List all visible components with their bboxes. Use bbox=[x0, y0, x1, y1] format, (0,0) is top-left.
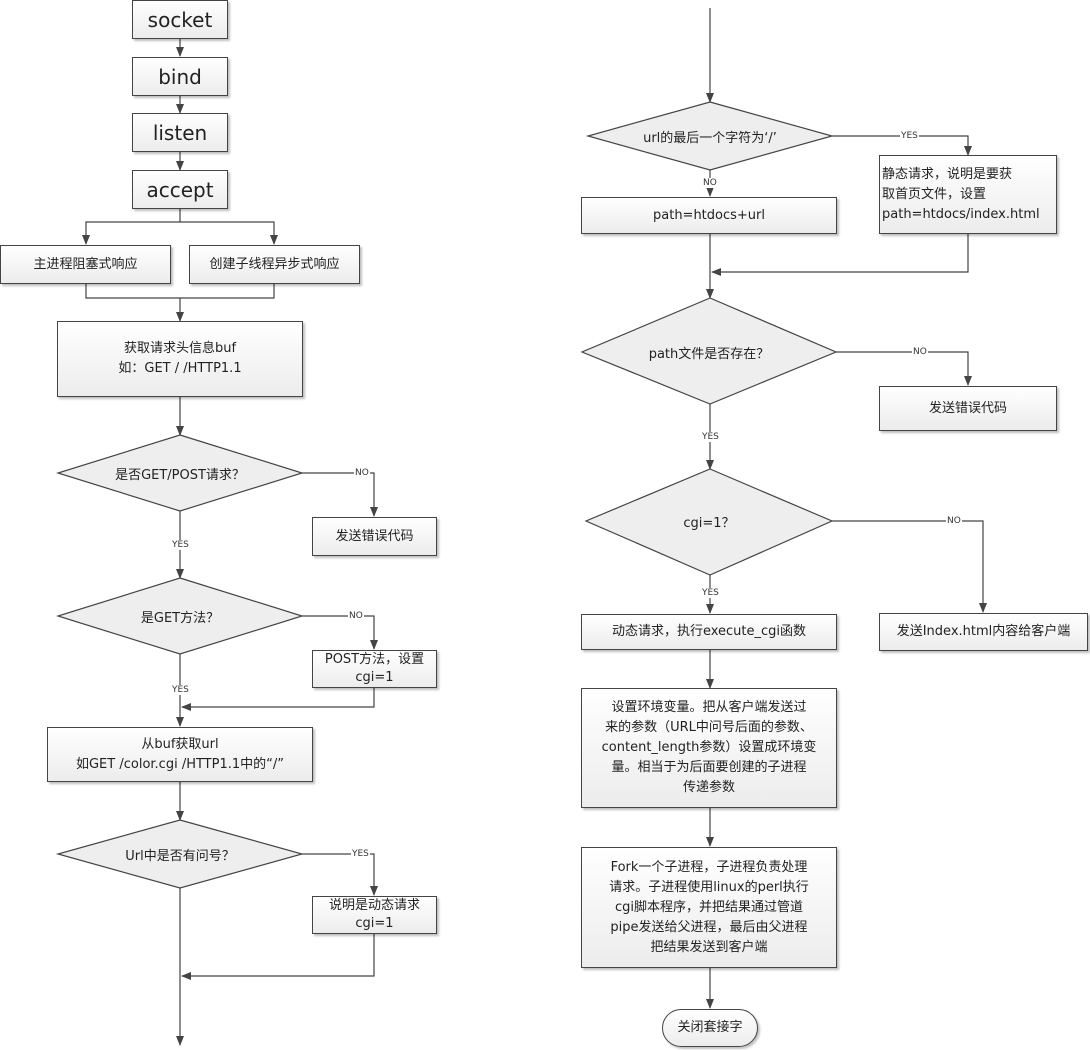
arrow-decision2-no bbox=[302, 615, 378, 650]
arrow-post-merge bbox=[181, 688, 375, 711]
process-post-set-cgi: POST方法，设置 cgi=1 bbox=[312, 650, 437, 688]
decision-text-path-exists: path文件是否存在？ bbox=[648, 346, 770, 362]
decision-diamond-is-get bbox=[55, 577, 305, 655]
arrow-accept-split-right bbox=[180, 221, 278, 245]
decision-diamond-cgi bbox=[584, 468, 834, 576]
process-send-error-2: 发送错误代码 bbox=[879, 386, 1057, 431]
process-send-error-1: 发送错误代码 bbox=[312, 517, 437, 556]
arrow-decision5-no bbox=[836, 351, 972, 386]
process-dynamic-cgi: 说明是动态请求 cgi=1 bbox=[312, 896, 437, 934]
process-path-htdocs-url: path=htdocs+url bbox=[581, 197, 837, 234]
terminator-close-socket: 关闭套接字 bbox=[662, 1009, 758, 1047]
arrow-decision3-yes bbox=[302, 853, 378, 896]
label-yes-4: YES bbox=[900, 131, 919, 141]
label-yes-2: YES bbox=[171, 685, 190, 695]
process-exec-cgi: 动态请求，执行execute_cgi函数 bbox=[581, 614, 837, 650]
decision-text-cgi: cgi=1？ bbox=[683, 515, 735, 531]
label-yes-3: YES bbox=[351, 849, 370, 859]
label-no-5: NO bbox=[912, 347, 928, 357]
decision-text-url-last-slash: url的最后一个字符为‘/’ bbox=[643, 130, 777, 146]
arrow-decision1-no bbox=[302, 472, 378, 517]
process-main-blocking: 主进程阻塞式响应 bbox=[0, 245, 171, 284]
arrow-dynamic-merge bbox=[181, 934, 375, 980]
arrow-decision4-yes bbox=[832, 135, 972, 156]
process-fork-child: Fork一个子进程，子进程负责处理 请求。子进程使用linux的perl执行 c… bbox=[581, 847, 837, 968]
label-yes-1: YES bbox=[171, 540, 190, 550]
decision-text-get-post: 是否GET/POST请求？ bbox=[115, 467, 245, 483]
arrow-decision6-no bbox=[832, 520, 987, 613]
decision-diamond-has-question bbox=[55, 819, 305, 889]
process-set-env: 设置环境变量。把从客户端发送过 来的参数（URL中问号后面的参数、 conten… bbox=[581, 688, 837, 808]
process-send-index: 发送Index.html内容给客户端 bbox=[879, 613, 1088, 651]
label-no-2: NO bbox=[348, 611, 364, 621]
label-no-6: NO bbox=[946, 516, 962, 526]
process-static-request: 静态请求，说明是要获 取首页文件，设置 path=htdocs/index.ht… bbox=[879, 155, 1057, 234]
process-socket: socket bbox=[132, 0, 228, 39]
decision-text-has-question: Url中是否有问号？ bbox=[125, 848, 235, 864]
process-get-url: 从buf获取url 如GET /color.cgi /HTTP1.1中的“/” bbox=[47, 727, 313, 782]
process-child-async: 创建子线程异步式响应 bbox=[189, 245, 360, 284]
process-listen: listen bbox=[132, 113, 228, 152]
label-no-1: NO bbox=[354, 468, 370, 478]
process-get-header: 获取请求头信息buf 如：GET / /HTTP1.1 bbox=[57, 321, 303, 397]
label-no-4: NO bbox=[702, 178, 718, 188]
label-yes-5: YES bbox=[701, 432, 720, 442]
line-merge bbox=[85, 284, 275, 299]
arrow-accept-split bbox=[82, 209, 181, 245]
decision-diamond-get-post bbox=[55, 434, 305, 512]
process-accept: accept bbox=[132, 170, 228, 209]
decision-diamond-path-exists bbox=[580, 297, 838, 405]
decision-text-is-get: 是GET方法？ bbox=[140, 610, 220, 626]
decision-diamond-url-last-slash bbox=[585, 101, 835, 171]
label-yes-6: YES bbox=[701, 588, 720, 598]
process-bind: bind bbox=[132, 57, 228, 96]
arrow-static-merge bbox=[711, 234, 969, 276]
